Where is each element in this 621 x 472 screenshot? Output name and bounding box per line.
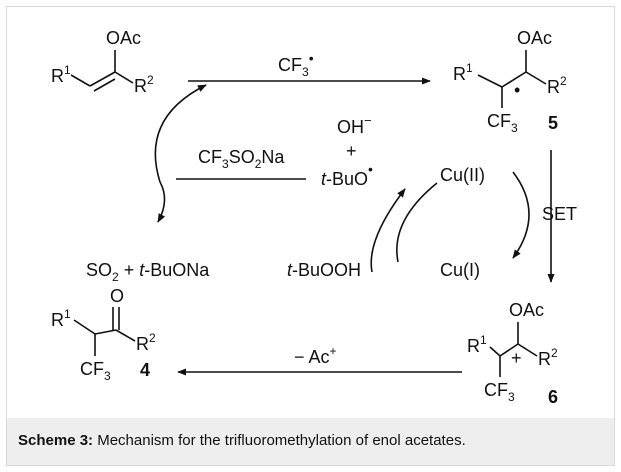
r1-label-5: R1	[453, 61, 473, 84]
scheme-caption: Scheme 3: Mechanism for the trifluoromet…	[18, 432, 466, 450]
bond-ch-c	[89, 71, 116, 87]
compound-number-5: 5	[548, 113, 558, 133]
set-label: SET	[542, 204, 577, 224]
cation-intermediate-6: OAc R1 + R2 CF3 6	[467, 300, 558, 407]
cf3-label-6: CF3	[484, 380, 515, 404]
bond-c-r2	[114, 71, 134, 84]
r1-label-6: R1	[467, 333, 487, 356]
cu-i-label: Cu(I)	[440, 260, 480, 280]
oac-label-5: OAc	[517, 28, 552, 48]
r2-label-5: R2	[547, 74, 567, 97]
oxygen-label-4: O	[110, 286, 124, 306]
bond-double	[93, 78, 116, 92]
r1-label-4: R1	[51, 307, 71, 330]
cf3-radical-label: CF3•	[278, 50, 314, 79]
radical-dot-5: •	[514, 80, 520, 100]
plus-sign: +	[346, 141, 357, 161]
cu-reduction-arrow	[512, 171, 530, 259]
oac-label-6: OAc	[509, 300, 544, 320]
ketone-product-4: O R1 R2 CF3 4	[51, 286, 156, 383]
left-cycle-bottom-arc	[157, 181, 166, 223]
cf3so2na-label: CF3SO2Na	[198, 147, 285, 171]
tbuo-radical-label: t-BuO•	[321, 161, 373, 189]
cf3-label-5: CF3	[487, 111, 518, 135]
r2-label: R2	[134, 73, 154, 96]
bond-r1-ch	[70, 74, 91, 87]
hydroxide-label: OH−	[337, 113, 372, 137]
r2-label-4: R2	[136, 331, 156, 354]
compound-number-6: 6	[548, 387, 558, 407]
r1-label: R1	[51, 63, 71, 86]
cf3-addition-arrow: CF3•	[188, 50, 431, 85]
caption-text: Mechanism for the trifluoromethylation o…	[97, 432, 466, 449]
minus-ac-label: − Ac+	[294, 344, 337, 367]
cu-oxidation-arc	[396, 182, 438, 263]
left-cycle-top-arc	[154, 84, 207, 183]
caption-bar	[7, 418, 614, 465]
radical-intermediate-5: OAc R1 • R2 CF3 5	[453, 28, 567, 135]
r2-label-6: R2	[538, 346, 558, 369]
oac-label: OAc	[106, 28, 141, 48]
caption-label: Scheme 3:	[18, 432, 94, 449]
cation-plus-6: +	[511, 348, 522, 368]
cu-ii-label: Cu(II)	[440, 165, 485, 185]
enol-acetate: OAc R1 R2	[51, 28, 154, 96]
tbuooh-label: t-BuOOH	[287, 260, 361, 280]
cf3-label-4: CF3	[80, 359, 111, 383]
tbuooh-to-tbuo-arrow	[370, 188, 406, 273]
byproducts-label: SO2 + t-BuONa	[86, 260, 210, 284]
compound-number-4: 4	[140, 360, 150, 380]
